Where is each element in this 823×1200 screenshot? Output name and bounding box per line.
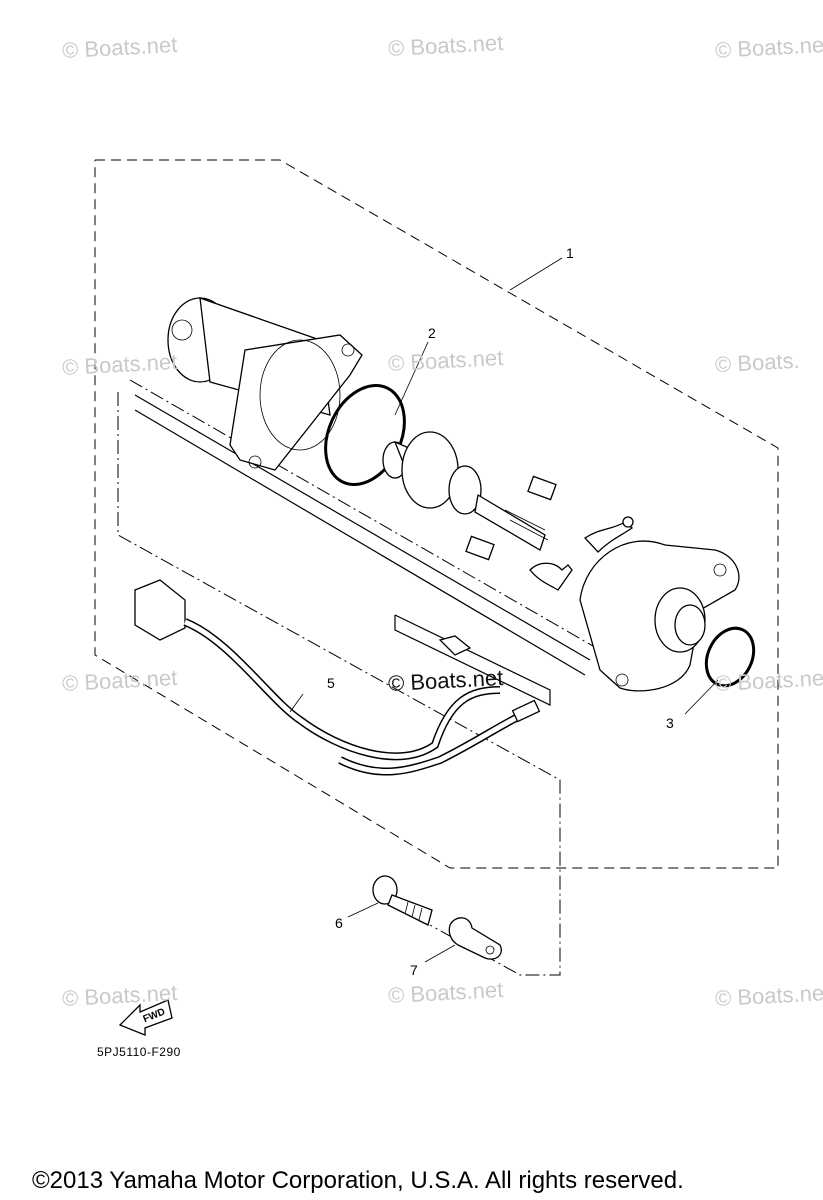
callout-6: 6 — [335, 915, 343, 931]
brush-spring-b — [465, 535, 495, 561]
watermark: © Boats.net — [714, 665, 823, 697]
armature — [382, 431, 549, 551]
watermark: © Boats.net — [714, 980, 823, 1012]
brush-holder-a — [584, 521, 634, 553]
starter-motor-yoke — [167, 297, 363, 471]
fwd-arrow-icon: FWD — [118, 999, 173, 1036]
brush-spring-a — [527, 475, 557, 501]
o-ring-3 — [704, 626, 756, 688]
bolt — [372, 875, 433, 926]
leader-5 — [289, 693, 304, 713]
guide-box — [394, 614, 551, 706]
leader-3 — [684, 679, 719, 715]
leader-2 — [394, 341, 429, 416]
callout-7: 7 — [410, 962, 418, 978]
alignment-line-lower — [117, 392, 561, 976]
diagram-code: 5PJ5110-F290 — [97, 1045, 181, 1059]
guide-line-mid — [134, 409, 586, 676]
clamp — [448, 917, 502, 960]
callout-3: 3 — [666, 715, 674, 731]
copyright-notice: ©2013 Yamaha Motor Corporation, U.S.A. A… — [32, 1167, 684, 1194]
brush-holder-b — [529, 562, 573, 591]
leader-1 — [509, 257, 563, 291]
guide-line-top — [134, 394, 591, 661]
alignment-line-upper — [129, 379, 601, 651]
starter-end-cover — [579, 540, 740, 692]
assembly-outline — [94, 159, 779, 869]
callout-2: 2 — [428, 325, 436, 341]
callout-1: 1 — [566, 245, 574, 261]
watermark: © Boats. — [714, 347, 801, 378]
leader-7 — [424, 944, 456, 963]
starter-lead-wire — [134, 579, 541, 776]
callout-5: 5 — [327, 675, 335, 691]
leader-6 — [347, 902, 379, 918]
